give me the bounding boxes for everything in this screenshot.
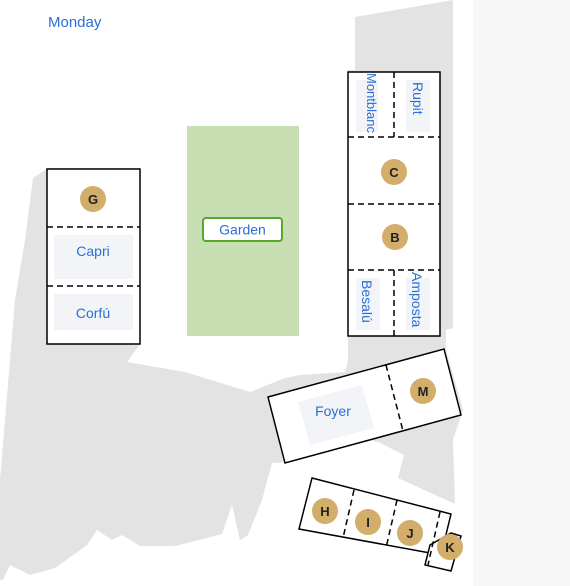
- room-corfu[interactable]: [54, 294, 133, 330]
- room-montblanc[interactable]: [356, 80, 378, 132]
- marker-k[interactable]: K: [437, 534, 463, 560]
- room-capri-label: Capri: [76, 243, 109, 259]
- room-capri[interactable]: [54, 235, 133, 279]
- marker-m-label: M: [418, 384, 429, 399]
- marker-g[interactable]: G: [80, 186, 106, 212]
- marker-c-label: C: [389, 165, 399, 180]
- marker-i[interactable]: I: [355, 509, 381, 535]
- room-montblanc-label: Montblanc: [364, 73, 379, 133]
- marker-h-label: H: [320, 504, 329, 519]
- right-room-block: Montblanc Rupit Besalú Amposta: [347, 71, 441, 337]
- garden-label: Garden: [219, 222, 266, 238]
- marker-m[interactable]: M: [410, 378, 436, 404]
- left-room-block: Capri Corfú: [46, 168, 141, 345]
- marker-k-label: K: [445, 540, 455, 555]
- side-panel: [473, 0, 570, 586]
- foyer-block: Foyer: [267, 348, 462, 464]
- room-corfu-label: Corfú: [76, 305, 110, 321]
- room-besalu-label: Besalú: [359, 280, 375, 323]
- marker-c[interactable]: C: [381, 159, 407, 185]
- room-amposta-label: Amposta: [409, 272, 425, 327]
- day-label: Monday: [48, 14, 102, 31]
- marker-j-label: J: [406, 526, 413, 541]
- room-foyer[interactable]: [298, 385, 374, 445]
- garden-tag[interactable]: Garden: [202, 217, 283, 242]
- floor-area: [0, 0, 463, 580]
- marker-h[interactable]: H: [312, 498, 338, 524]
- marker-g-label: G: [88, 192, 98, 207]
- marker-b-label: B: [390, 230, 399, 245]
- marker-i-label: I: [366, 515, 370, 530]
- marker-j[interactable]: J: [397, 520, 423, 546]
- room-rupit-label: Rupit: [410, 82, 426, 115]
- room-besalu[interactable]: [356, 278, 380, 330]
- room-amposta[interactable]: [406, 278, 430, 330]
- foyer-label: Foyer: [315, 403, 351, 419]
- room-rupit[interactable]: [406, 80, 430, 132]
- marker-b[interactable]: B: [382, 224, 408, 250]
